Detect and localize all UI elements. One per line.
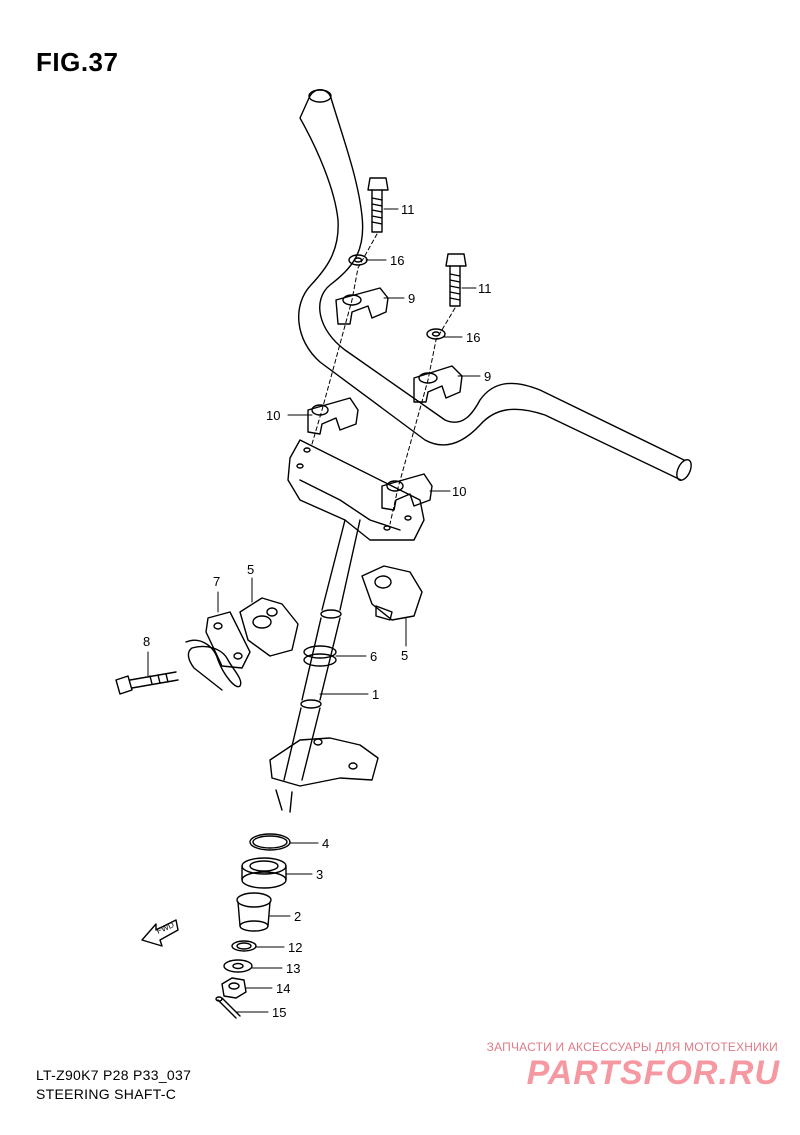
callout-13: 13: [286, 961, 300, 976]
callout-7: 7: [213, 574, 220, 589]
fwd-arrow-icon: FWD: [141, 919, 179, 947]
top-bracket: [287, 439, 425, 541]
callout-11-left: 11: [401, 202, 415, 217]
washer-16-left: [348, 254, 368, 266]
bolt-11-left: [367, 177, 389, 233]
bush-2: [236, 892, 272, 932]
callout-11-right: 11: [478, 281, 492, 296]
callout-4: 4: [322, 836, 329, 851]
steering-shaft: [269, 519, 379, 813]
seal-4: [249, 833, 291, 851]
holder-upper-9-left: [335, 287, 389, 325]
washer-12: [231, 940, 257, 952]
callout-9-right: 9: [484, 369, 491, 384]
callout-3: 3: [316, 867, 323, 882]
watermark-tagline: ЗАПЧАСТИ И АКСЕССУАРЫ ДЛЯ МОТОТЕХНИКИ: [486, 1040, 778, 1054]
callout-2: 2: [294, 909, 301, 924]
callout-12: 12: [288, 940, 302, 955]
bolt-11-right: [445, 253, 467, 307]
holder-upper-9-right: [413, 365, 463, 403]
leader-lines: [147, 208, 481, 1013]
cotter-pin-15: [215, 996, 241, 1019]
holder-lower-10-right: [381, 473, 433, 511]
callout-8: 8: [143, 634, 150, 649]
bolt-8: [115, 671, 179, 695]
diagram-description: STEERING SHAFT-C: [36, 1086, 177, 1102]
callout-1: 1: [372, 687, 379, 702]
callout-15: 15: [272, 1005, 286, 1020]
callout-16-left: 16: [390, 253, 404, 268]
callout-10-right: 10: [452, 484, 466, 499]
nut-14: [221, 977, 247, 999]
washer-13: [223, 959, 253, 973]
callout-10-left: 10: [266, 408, 280, 423]
shaft-holder-5-left: [239, 597, 299, 657]
shaft-holder-5-right: [361, 565, 423, 621]
callout-14: 14: [276, 981, 290, 996]
callout-16-right: 16: [466, 330, 480, 345]
callout-9-left: 9: [408, 291, 415, 306]
washer-16-right: [426, 328, 446, 340]
bearing-3: [241, 857, 287, 889]
watermark-logo: PARTSFOR.RU: [526, 1054, 780, 1092]
holder-lower-10-left: [307, 397, 359, 435]
callout-labels: 11 16 9 11 16 9 10 10 7 5 8 6 1 5 4 3 2 …: [143, 202, 492, 1020]
figure-title: FIG.37: [36, 47, 119, 77]
callout-6: 6: [370, 649, 377, 664]
plate-7: [185, 611, 251, 691]
diagram-code: LT-Z90K7 P28 P33_037: [36, 1067, 192, 1083]
alignment-lines: [311, 233, 456, 525]
callout-5-left: 5: [247, 562, 254, 577]
handlebar: [298, 89, 692, 481]
callout-5-right: 5: [401, 648, 408, 663]
collar-6: [303, 645, 337, 667]
